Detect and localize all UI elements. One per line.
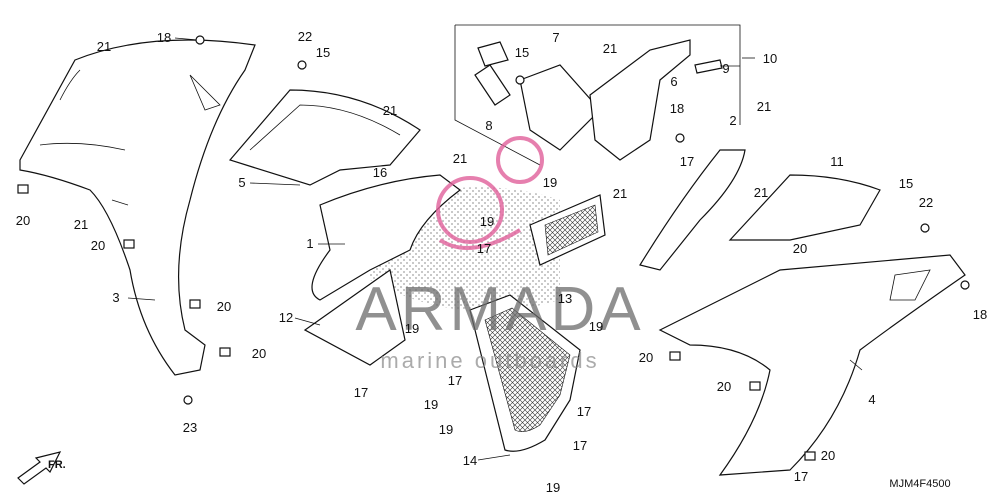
callout-17: 17 (680, 154, 694, 169)
part-11-right-upper (728, 174, 881, 241)
part-14-radiator-grille (469, 294, 581, 452)
callout-15: 15 (316, 45, 330, 60)
callout-16: 15 (515, 45, 529, 60)
callout-21: 21 (97, 39, 111, 54)
callout-19: 19 (543, 175, 557, 190)
part-12-lower-piece (303, 268, 406, 366)
callout-numbers: 21 18 22 15 21 21 5 16 20 21 20 1 3 20 1… (16, 29, 987, 495)
callout-17: 17 (794, 469, 808, 484)
callout-22: 22 (298, 29, 312, 44)
watermark-title: ARMADA (355, 275, 644, 344)
watermark-subtitle: marine outboards (380, 348, 599, 373)
callout-17: 17 (448, 373, 462, 388)
callout-17: 17 (477, 241, 491, 256)
callout-20: 20 (91, 238, 105, 253)
callout-2: 2 (729, 113, 736, 128)
callout-17: 17 (354, 385, 368, 400)
part-1-middle-cowl (311, 174, 461, 301)
callout-19: 19 (546, 480, 560, 495)
callout-21: 21 (754, 185, 768, 200)
part-13-duct (529, 194, 606, 266)
front-direction-arrow-icon (17, 451, 62, 485)
callout-19: 19 (589, 319, 603, 334)
callout-9: 9 (722, 61, 729, 76)
part-code: MJM4F4500 (889, 478, 950, 490)
callout-18: 18 (973, 307, 987, 322)
callout-19: 19 (480, 214, 494, 229)
callout-20: 20 (639, 350, 653, 365)
callout-17: 17 (573, 438, 587, 453)
part-5-inner-panel (228, 89, 421, 186)
callout-1: 1 (306, 236, 313, 251)
callout-22: 22 (919, 195, 933, 210)
watermark-logo-icon (436, 136, 544, 250)
part-4-right-cowl (658, 254, 966, 476)
callout-20: 20 (16, 213, 30, 228)
callout-13: 13 (558, 291, 572, 306)
callout-20: 20 (717, 379, 731, 394)
callout-15: 15 (899, 176, 913, 191)
callout-17: 16 (373, 165, 387, 180)
callout-11: 11 (830, 154, 844, 169)
fasteners (17, 35, 970, 461)
callout-20: 20 (252, 346, 266, 361)
callout-8: 8 (485, 118, 492, 133)
callout-5: 5 (238, 175, 245, 190)
part-3-left-cowl (19, 39, 256, 376)
callout-21: 21 (613, 186, 627, 201)
callout-10: 10 (763, 51, 777, 66)
callout-12: 12 (279, 310, 293, 325)
callout-21: 21 (74, 217, 88, 232)
part-2-bracket (639, 149, 746, 271)
callout-19: 19 (405, 321, 419, 336)
callout-21: 21 (603, 41, 617, 56)
callout-18: 18 (670, 101, 684, 116)
callout-4: 4 (868, 392, 875, 407)
callout-21: 20 (793, 241, 807, 256)
callout-19: 19 (424, 397, 438, 412)
callout-18: 18 (157, 30, 171, 45)
callout-17: 17 (577, 404, 591, 419)
callout-21: 21 (383, 103, 397, 118)
callout-21: 21 (757, 99, 771, 114)
leader-lines (111, 37, 863, 461)
callout-7: 7 (552, 30, 559, 45)
callout-20: 20 (821, 448, 835, 463)
callout-21: 21 (453, 151, 467, 166)
callout-20: 20 (217, 299, 231, 314)
assembly-box-10 (454, 24, 741, 166)
callout-14: 14 (463, 453, 477, 468)
callout-3: 3 (112, 290, 119, 305)
callout-23: 23 (183, 420, 197, 435)
direction-label: FR. (48, 459, 66, 471)
callout-6: 6 (670, 74, 677, 89)
callout-19: 19 (439, 422, 453, 437)
